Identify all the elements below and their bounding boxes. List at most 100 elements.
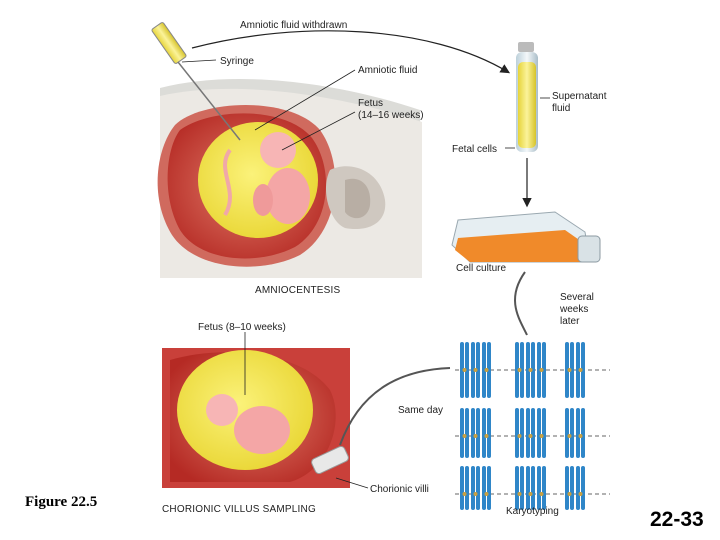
label-chorionic-villi: Chorionic villi — [370, 484, 429, 495]
label-several-line2: weeks — [559, 304, 588, 315]
chromosome — [487, 342, 491, 398]
culture-medium — [455, 230, 588, 262]
centromere — [567, 434, 572, 438]
fetus-14-16-weeks — [223, 132, 310, 224]
chromosome — [460, 342, 464, 398]
centromere — [567, 368, 572, 372]
chromosome — [565, 408, 569, 458]
chromosome — [465, 408, 469, 458]
chromosome — [460, 408, 464, 458]
centromere — [473, 492, 478, 496]
cvs-panel — [162, 348, 350, 488]
arrow-cvs-to-karyotype — [339, 367, 451, 446]
chromosome — [542, 408, 546, 458]
label-supernatant-line2: fluid — [552, 103, 570, 114]
centromere — [578, 368, 583, 372]
chromosome — [542, 342, 546, 398]
leader-fetus — [281, 111, 356, 151]
chromosome — [515, 466, 519, 510]
fetus-8-10-weeks — [206, 394, 290, 454]
centromere — [484, 492, 489, 496]
cell-culture-flask — [451, 211, 601, 263]
pelvic-structure — [345, 178, 371, 219]
chromosome — [476, 408, 480, 458]
centromere — [539, 368, 544, 372]
leader-amniotic-fluid — [254, 69, 356, 131]
centromere — [528, 368, 533, 372]
chromosome — [570, 466, 574, 510]
chromosome — [487, 466, 491, 510]
chromosome — [531, 408, 535, 458]
centrifuge-tube — [516, 42, 538, 152]
chromosome — [482, 408, 486, 458]
chromosome — [531, 466, 535, 510]
chromosome — [581, 342, 585, 398]
label-fetus-line1: Fetus — [358, 98, 383, 109]
chromosome — [487, 408, 491, 458]
centromere — [462, 434, 467, 438]
chromosome — [581, 408, 585, 458]
chromosome — [515, 408, 519, 458]
flask-neck — [577, 235, 601, 263]
chromosome — [531, 342, 535, 398]
chromosome — [465, 342, 469, 398]
chromosome — [482, 342, 486, 398]
label-supernatant-line1: Supernatant — [552, 91, 607, 102]
chromosome — [565, 466, 569, 510]
chromosome — [526, 342, 530, 398]
label-syringe: Syringe — [220, 56, 254, 67]
centromere — [567, 492, 572, 496]
label-fetal-cells: Fetal cells — [452, 144, 497, 155]
chromosome — [537, 466, 541, 510]
centromere — [517, 492, 522, 496]
label-fetus-line2: (14–16 weeks) — [358, 110, 424, 121]
centromere — [473, 434, 478, 438]
chromosome — [581, 466, 585, 510]
label-cell-culture: Cell culture — [456, 263, 506, 274]
label-same-day: Same day — [398, 405, 443, 416]
tube-cap — [518, 42, 534, 52]
label-cvs-fetus: Fetus (8–10 weeks) — [198, 322, 286, 333]
catheter — [311, 445, 349, 475]
caption-amniocentesis: AMNIOCENTESIS — [255, 285, 341, 296]
chromosome — [537, 408, 541, 458]
chromosome — [465, 466, 469, 510]
chromosome — [471, 342, 475, 398]
label-fluid-withdrawn: Amniotic fluid withdrawn — [240, 20, 347, 31]
leader-chorionic-villi — [335, 477, 369, 489]
centromere — [528, 492, 533, 496]
centromere — [484, 368, 489, 372]
chromosome — [526, 466, 530, 510]
caption-karyotyping: Karyotyping — [506, 506, 559, 517]
caption-cvs: CHORIONIC VILLUS SAMPLING — [162, 504, 316, 515]
chromosome — [576, 408, 580, 458]
chromosome — [576, 466, 580, 510]
arrow-culture-to-karyotype — [514, 271, 528, 336]
chromosome — [460, 466, 464, 510]
centromere — [517, 434, 522, 438]
centromere — [528, 434, 533, 438]
chromosome — [570, 408, 574, 458]
centromere — [462, 368, 467, 372]
chromosome — [471, 466, 475, 510]
centromere — [578, 434, 583, 438]
centromere — [462, 492, 467, 496]
chromosome — [476, 342, 480, 398]
chromosome — [537, 342, 541, 398]
centromere — [517, 368, 522, 372]
label-amniotic-fluid: Amniotic fluid — [358, 65, 417, 76]
chromosome — [542, 466, 546, 510]
chromosome — [520, 342, 524, 398]
leader-syringe — [181, 59, 217, 63]
centromere — [484, 434, 489, 438]
label-several-line3: later — [560, 316, 580, 327]
syringe — [151, 22, 241, 141]
centromere — [578, 492, 583, 496]
chromosome — [526, 408, 530, 458]
chromosome — [570, 342, 574, 398]
label-several-line1: Several — [560, 292, 594, 303]
chromosome — [520, 408, 524, 458]
chromosome — [520, 466, 524, 510]
karyotype-panel — [455, 342, 610, 510]
